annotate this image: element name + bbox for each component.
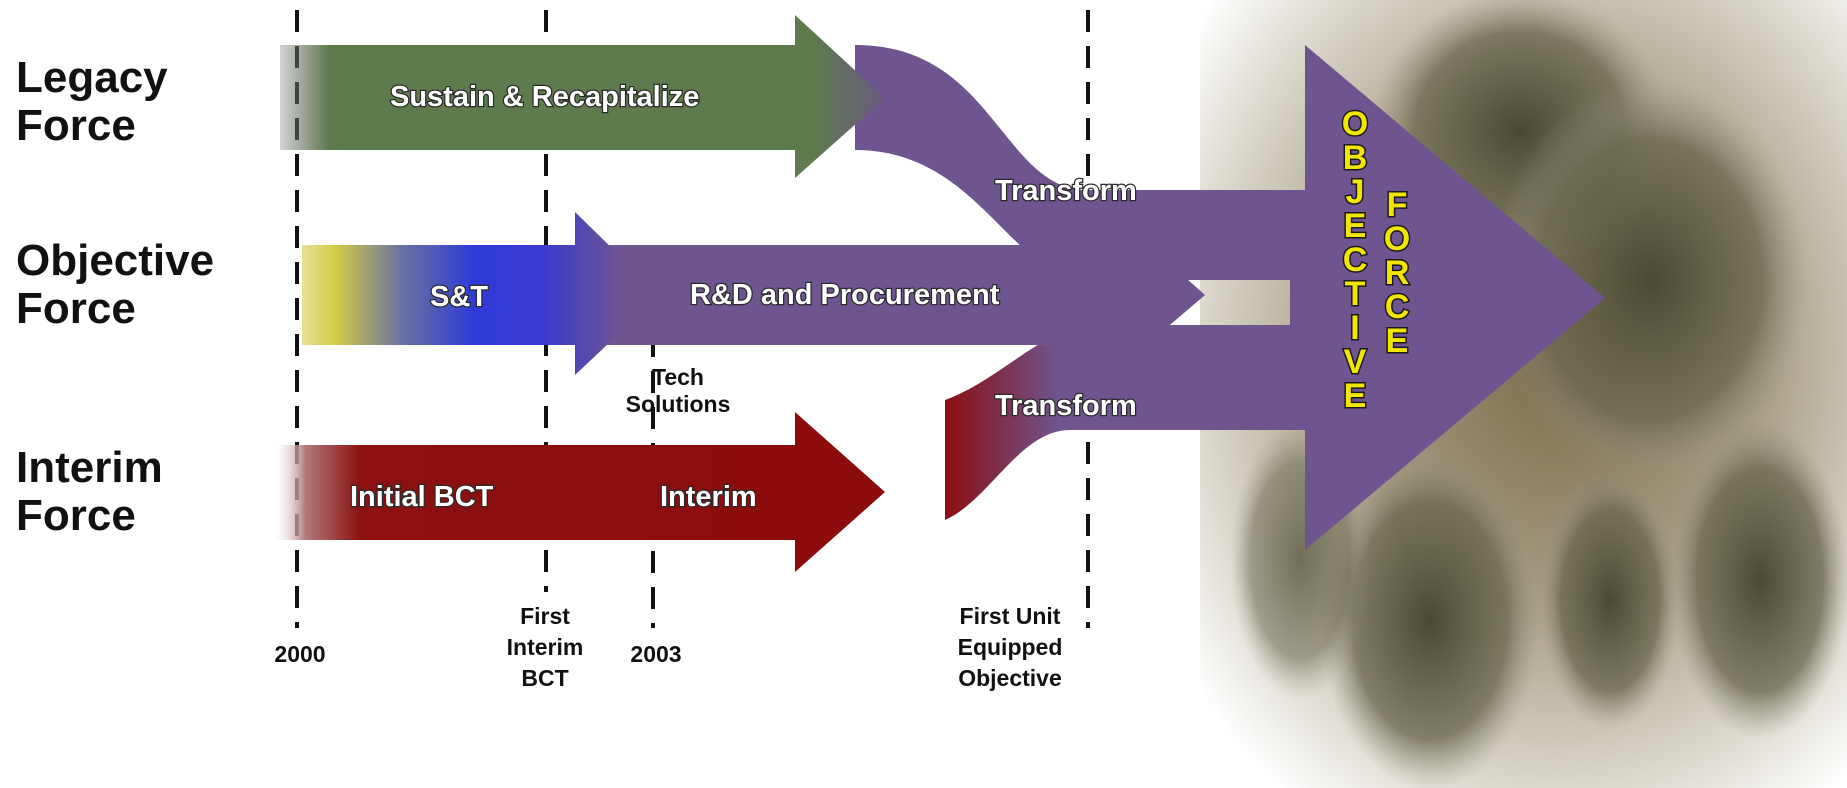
label-transform-top: Transform (995, 175, 1137, 207)
label-tech-solutions-line1: Tech (652, 364, 704, 390)
row-label-interim-line2: Force (16, 491, 136, 540)
soldiers-photo (1200, 0, 1847, 788)
objective-force-arrow (1290, 45, 1605, 550)
interim-transform-curve (945, 325, 1330, 520)
objective-force-letter-objective-8: E (1344, 377, 1367, 415)
timeline-2003: 2003 (630, 641, 681, 667)
label-sustain-recapitalize: Sustain & Recapitalize (390, 81, 699, 113)
objective-force-letter-force-3: C (1385, 288, 1410, 326)
objective-force-letter-force-4: E (1386, 322, 1409, 360)
objective-force-letter-objective-3: E (1344, 207, 1367, 245)
interim-arrow (275, 412, 885, 572)
objective-force-letter-objective-7: V (1344, 343, 1367, 381)
timeline-first-unit-line3: Objective (958, 665, 1062, 691)
objective-force-letter-objective-4: C (1343, 241, 1368, 279)
objective-force-letter-objective-5: T (1345, 275, 1366, 313)
timeline-first-interim-line1: First (520, 603, 570, 629)
objective-force-letter-objective-2: J (1346, 173, 1365, 211)
st-arrow (302, 212, 660, 375)
legacy-transform-curve (855, 45, 1330, 280)
row-label-legacy-line1: Legacy (16, 53, 168, 102)
timeline-2000: 2000 (274, 641, 325, 667)
rd-procurement-arrow (585, 215, 1205, 372)
timeline-first-interim-line2: Interim (507, 634, 584, 660)
timeline-first-interim-line3: BCT (521, 665, 568, 691)
timeline-first-unit-line1: First Unit (960, 603, 1061, 629)
label-tech-solutions-line2: Solutions (626, 391, 731, 417)
legacy-sustain-arrow (280, 15, 885, 178)
label-st: S&T (430, 281, 488, 313)
row-label-interim-line1: Interim (16, 443, 163, 492)
objective-force-letter-force-1: O (1384, 220, 1410, 258)
timeline-first-unit-line2: Equipped (958, 634, 1063, 660)
objective-force-letter-force-0: F (1387, 186, 1408, 224)
label-transform-bottom: Transform (995, 390, 1137, 422)
row-label-objective-line2: Force (16, 284, 136, 333)
label-interim: Interim (660, 481, 757, 513)
row-label-objective-line1: Objective (16, 236, 214, 285)
objective-force-letter-objective-0: O (1342, 105, 1368, 143)
objective-force-letter-objective-6: I (1350, 309, 1359, 347)
row-label-legacy-line2: Force (16, 101, 136, 150)
label-initial-bct: Initial BCT (350, 481, 494, 513)
objective-force-letter-objective-1: B (1343, 139, 1368, 177)
objective-force-letter-force-2: R (1385, 254, 1410, 292)
label-rd-procurement: R&D and Procurement (690, 279, 1000, 311)
